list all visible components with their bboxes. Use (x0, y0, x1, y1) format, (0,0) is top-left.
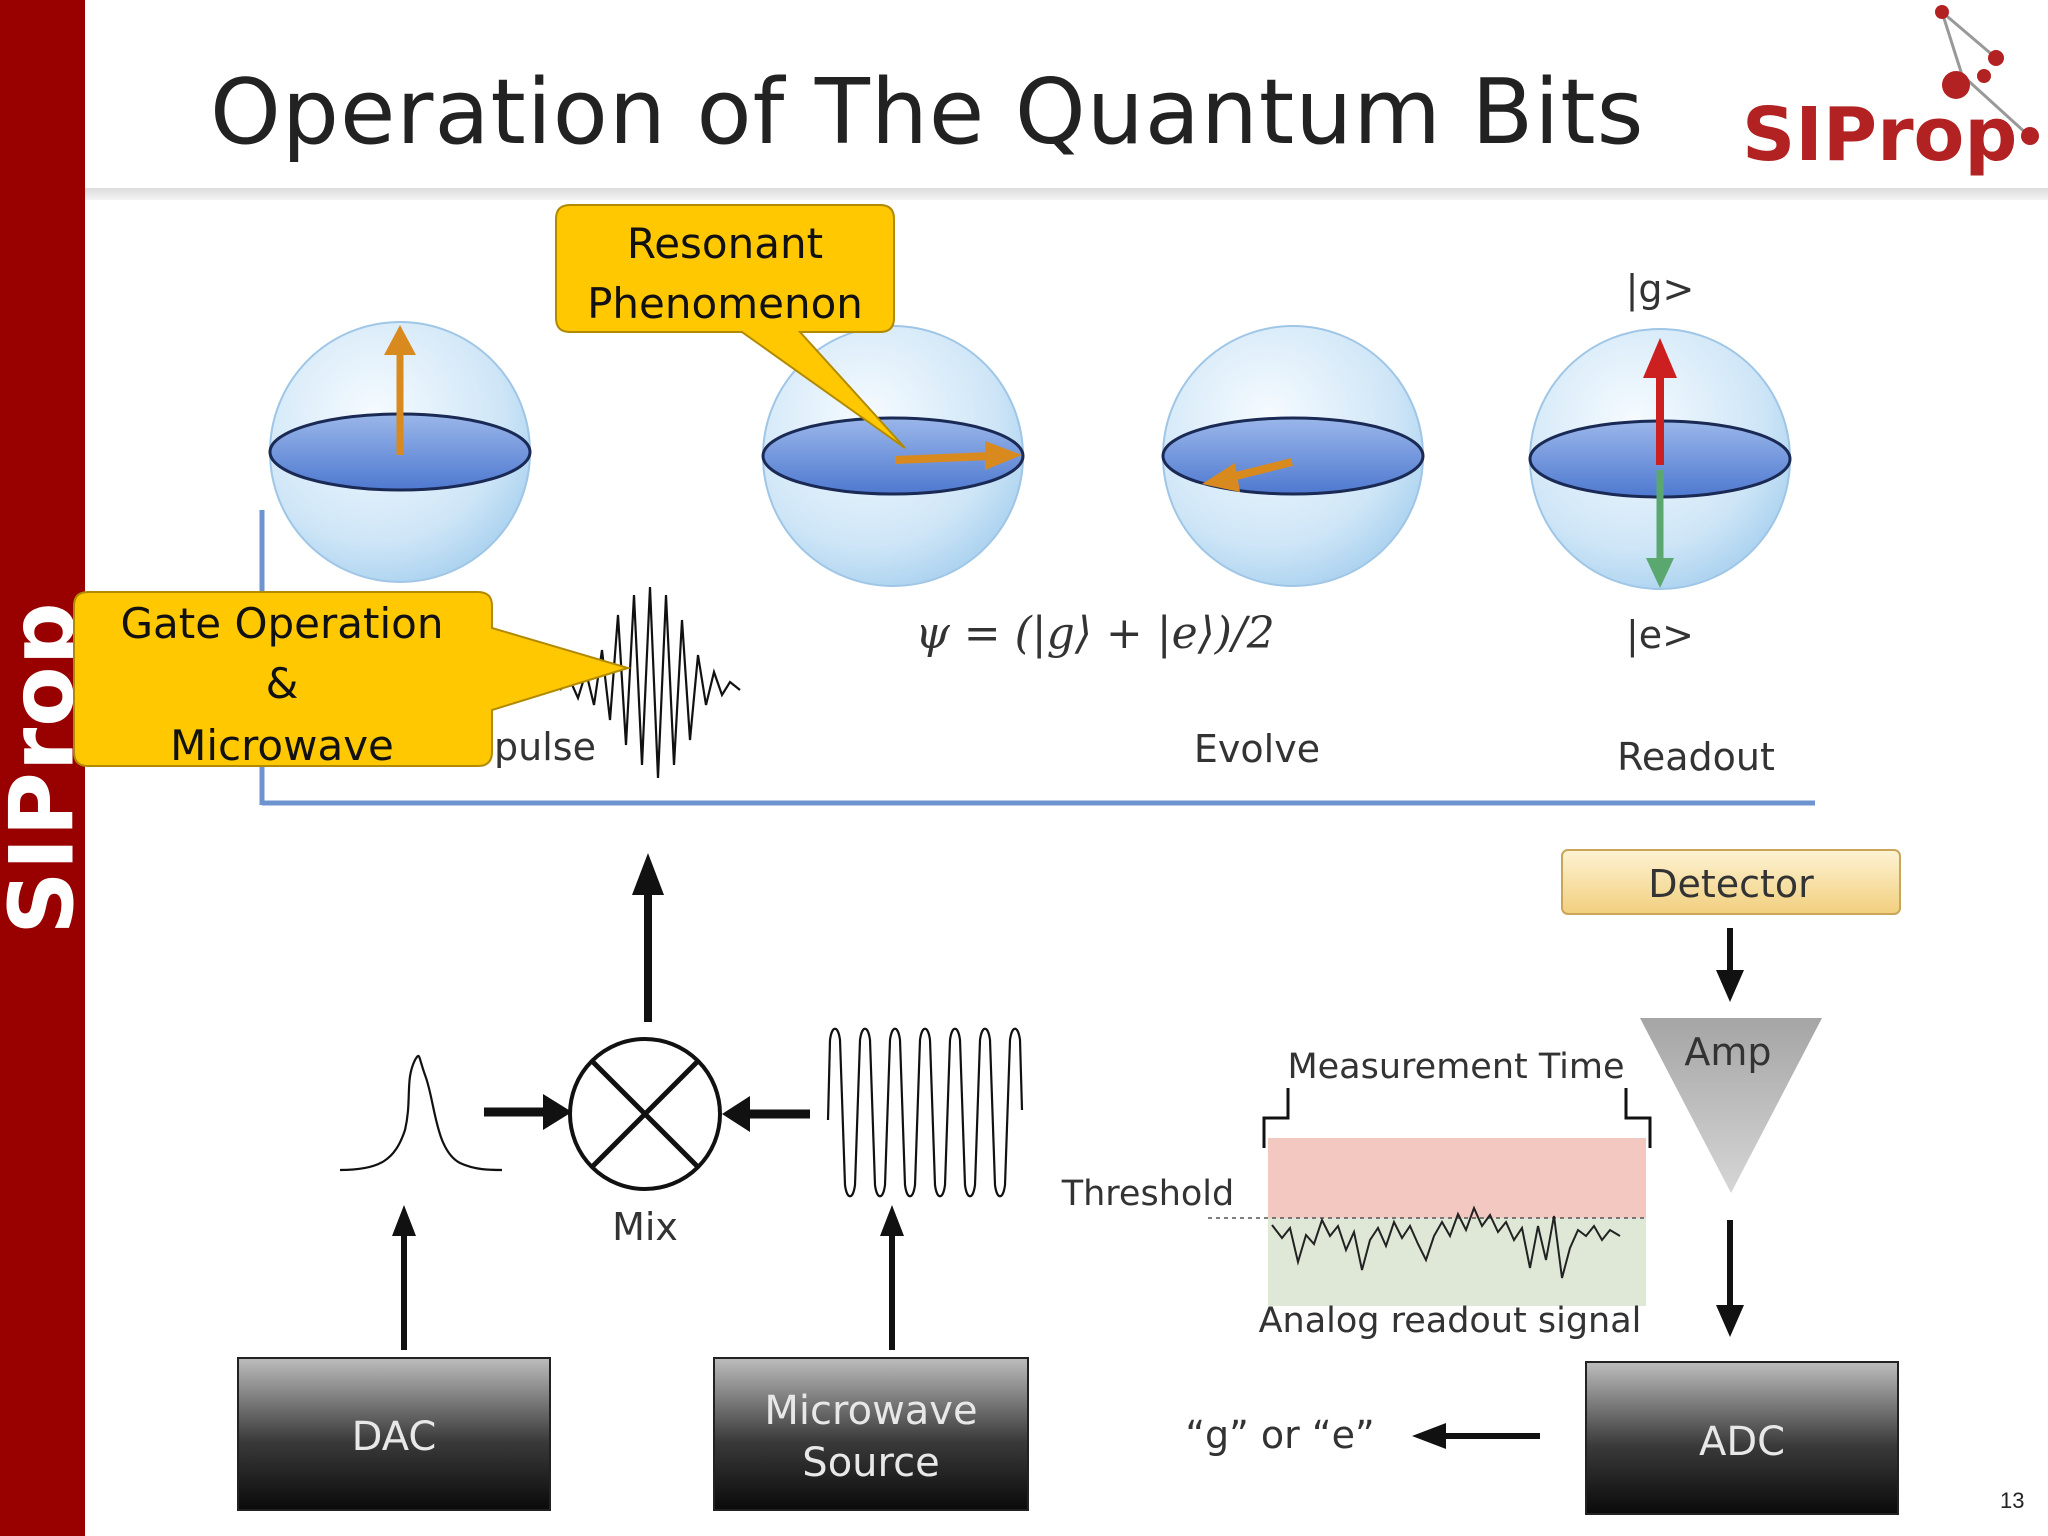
page-number: 13 (2000, 1488, 2025, 1513)
measurement-time-label: Measurement Time (1287, 1047, 1624, 1087)
arrow-sine-to-mix (722, 1096, 750, 1132)
timeline-pulse-label: pulse (494, 725, 596, 769)
microwave-sine-wave (826, 1027, 1024, 1198)
mix-label: Mix (612, 1205, 678, 1249)
title-divider (85, 188, 2048, 200)
callout-gate-operation: Gate Operation & Microwave (73, 591, 632, 770)
arrow-envelope-to-mix (543, 1094, 572, 1130)
microwave-source-line2: Source (802, 1440, 939, 1486)
callout-resonant-line2: Phenomenon (587, 279, 863, 328)
page-title: Operation of The Quantum Bits (210, 60, 1645, 165)
sidebar-bar: SIProp (0, 0, 94, 1536)
pulse-waveform (559, 586, 741, 779)
amp-block[interactable]: Amp (1640, 1018, 1822, 1193)
microwave-source-block[interactable]: Microwave Source (713, 1357, 1029, 1511)
detector-label: Detector (1648, 862, 1814, 906)
superposition-formula: ψ = (|g⟩ + |e⟩)/2 (915, 608, 1275, 659)
adc-label: ADC (1699, 1419, 1785, 1465)
bloch-sphere-readout (1528, 328, 1792, 590)
detector-block[interactable]: Detector (1561, 849, 1901, 915)
callout-gate-line3: Microwave (170, 721, 394, 770)
callout-gate-line2: & (266, 659, 299, 708)
readout-plot (1208, 1088, 1652, 1306)
timeline-readout-label: Readout (1617, 735, 1775, 779)
timeline-evolve-label: Evolve (1194, 727, 1320, 771)
dac-label: DAC (352, 1414, 437, 1460)
ket-e-label: |e> (1626, 613, 1694, 658)
threshold-label: Threshold (1061, 1174, 1235, 1214)
microwave-source-line1: Microwave (764, 1388, 977, 1434)
dac-block[interactable]: DAC (237, 1357, 551, 1511)
callout-resonant: Resonant Phenomenon (555, 204, 906, 449)
callout-gate-line1: Gate Operation (121, 599, 444, 648)
result-label: “g” or “e” (1185, 1413, 1374, 1457)
ket-g-label: |g> (1626, 267, 1695, 312)
mixer-symbol[interactable] (568, 1037, 722, 1191)
analog-readout-signal-label: Analog readout signal (1259, 1301, 1642, 1341)
callout-resonant-line1: Resonant (627, 219, 823, 268)
logo-molecule-icon (1935, 5, 2039, 145)
gaussian-envelope (339, 1054, 503, 1172)
bloch-sphere-initial (268, 321, 532, 583)
amp-label: Amp (1684, 1030, 1771, 1074)
adc-block[interactable]: ADC (1585, 1361, 1899, 1515)
bloch-sphere-evolve (1161, 325, 1425, 587)
analog-readout-signal (1271, 1205, 1621, 1279)
logo-text: SIProp (1742, 92, 2018, 178)
